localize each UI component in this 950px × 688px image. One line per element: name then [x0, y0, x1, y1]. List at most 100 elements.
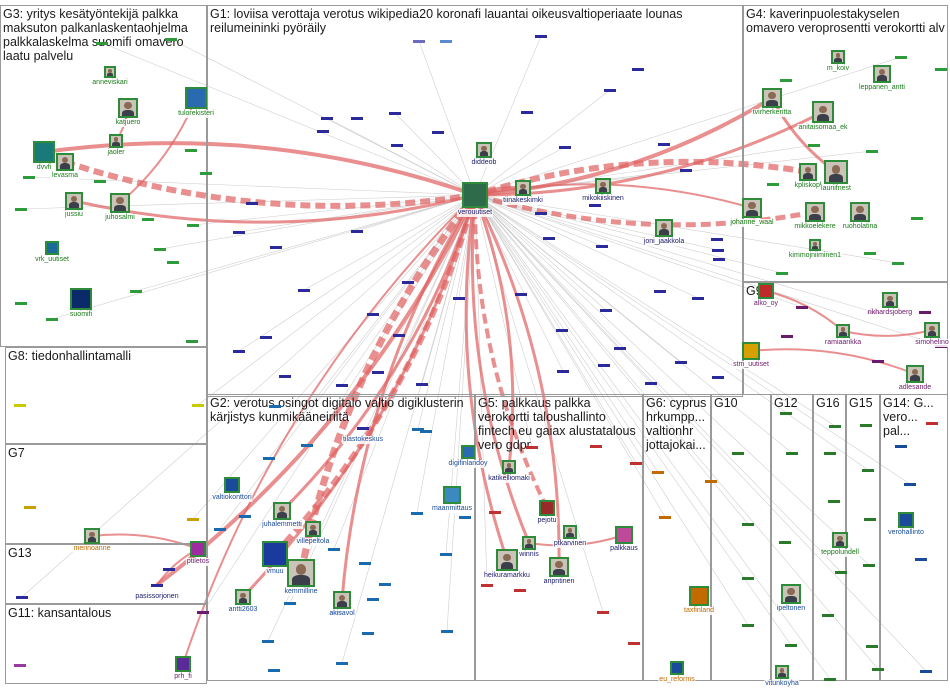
minor-node[interactable]: [829, 425, 841, 428]
minor-node[interactable]: [822, 614, 834, 617]
minor-node[interactable]: [185, 149, 197, 152]
minor-node[interactable]: [440, 553, 452, 556]
minor-node[interactable]: [489, 511, 501, 514]
minor-node[interactable]: [46, 318, 58, 321]
minor-node[interactable]: [866, 150, 878, 153]
minor-node[interactable]: [165, 38, 177, 41]
minor-node[interactable]: [872, 360, 884, 363]
minor-node[interactable]: [864, 518, 876, 521]
minor-node[interactable]: [742, 523, 754, 526]
minor-node[interactable]: [920, 670, 932, 673]
minor-node[interactable]: [142, 218, 154, 221]
minor-node[interactable]: [654, 290, 666, 293]
minor-node[interactable]: [895, 56, 907, 59]
minor-node[interactable]: [675, 361, 687, 364]
minor-node[interactable]: [336, 662, 348, 665]
minor-node[interactable]: [526, 446, 538, 449]
minor-node[interactable]: [732, 452, 744, 455]
minor-node[interactable]: [713, 258, 725, 261]
minor-node[interactable]: [658, 143, 670, 146]
minor-node[interactable]: [904, 483, 916, 486]
minor-node[interactable]: [824, 678, 836, 681]
minor-node[interactable]: [14, 404, 26, 407]
minor-node[interactable]: [598, 364, 610, 367]
minor-node[interactable]: [863, 564, 875, 567]
minor-node[interactable]: [835, 571, 847, 574]
minor-node[interactable]: [589, 204, 601, 207]
minor-node[interactable]: [824, 452, 836, 455]
minor-node[interactable]: [919, 311, 931, 314]
minor-node[interactable]: [359, 562, 371, 565]
minor-node[interactable]: [16, 596, 28, 599]
minor-node[interactable]: [862, 469, 874, 472]
minor-node[interactable]: [269, 405, 281, 408]
minor-node[interactable]: [412, 428, 424, 431]
minor-node[interactable]: [432, 131, 444, 134]
minor-node[interactable]: [24, 506, 36, 509]
minor-node[interactable]: [628, 642, 640, 645]
minor-node[interactable]: [130, 290, 142, 293]
minor-node[interactable]: [872, 668, 884, 671]
minor-node[interactable]: [785, 644, 797, 647]
minor-node[interactable]: [328, 548, 340, 551]
minor-node[interactable]: [246, 202, 258, 205]
minor-node[interactable]: [15, 302, 27, 305]
minor-node[interactable]: [367, 598, 379, 601]
minor-node[interactable]: [351, 230, 363, 233]
minor-node[interactable]: [915, 558, 927, 561]
minor-node[interactable]: [197, 611, 209, 614]
minor-node[interactable]: [596, 245, 608, 248]
minor-node[interactable]: [233, 231, 245, 234]
minor-node[interactable]: [367, 313, 379, 316]
minor-node[interactable]: [926, 422, 938, 425]
minor-node[interactable]: [298, 289, 310, 292]
minor-node[interactable]: [214, 528, 226, 531]
minor-node[interactable]: [481, 584, 493, 587]
minor-node[interactable]: [200, 172, 212, 175]
minor-node[interactable]: [186, 340, 198, 343]
minor-node[interactable]: [680, 169, 692, 172]
minor-node[interactable]: [692, 297, 704, 300]
minor-node[interactable]: [301, 444, 313, 447]
minor-node[interactable]: [96, 42, 108, 45]
minor-node[interactable]: [781, 335, 793, 338]
minor-node[interactable]: [742, 624, 754, 627]
minor-node[interactable]: [15, 208, 27, 211]
minor-node[interactable]: [935, 68, 947, 71]
minor-node[interactable]: [270, 246, 282, 249]
minor-node[interactable]: [239, 515, 251, 518]
minor-node[interactable]: [780, 412, 792, 415]
minor-node[interactable]: [597, 611, 609, 614]
minor-node[interactable]: [712, 249, 724, 252]
minor-node[interactable]: [786, 452, 798, 455]
minor-node[interactable]: [362, 632, 374, 635]
minor-node[interactable]: [94, 180, 106, 183]
minor-node[interactable]: [711, 238, 723, 241]
minor-node[interactable]: [779, 541, 791, 544]
minor-node[interactable]: [860, 424, 872, 427]
minor-node[interactable]: [543, 237, 555, 240]
minor-node[interactable]: [163, 568, 175, 571]
minor-node[interactable]: [796, 306, 808, 309]
minor-node[interactable]: [604, 89, 616, 92]
minor-node[interactable]: [262, 640, 274, 643]
minor-node[interactable]: [652, 471, 664, 474]
minor-node[interactable]: [420, 430, 432, 433]
minor-node[interactable]: [780, 79, 792, 82]
minor-node[interactable]: [321, 117, 333, 120]
minor-node[interactable]: [712, 376, 724, 379]
minor-node[interactable]: [23, 176, 35, 179]
minor-node[interactable]: [556, 329, 568, 332]
minor-node[interactable]: [808, 144, 820, 147]
minor-node[interactable]: [393, 334, 405, 337]
minor-node[interactable]: [379, 583, 391, 586]
minor-node[interactable]: [614, 347, 626, 350]
minor-node[interactable]: [535, 212, 547, 215]
minor-node[interactable]: [389, 112, 401, 115]
minor-node[interactable]: [515, 293, 527, 296]
minor-node[interactable]: [559, 146, 571, 149]
minor-node[interactable]: [416, 383, 428, 386]
minor-node[interactable]: [372, 371, 384, 374]
minor-node[interactable]: [866, 645, 878, 648]
minor-node[interactable]: [630, 462, 642, 465]
